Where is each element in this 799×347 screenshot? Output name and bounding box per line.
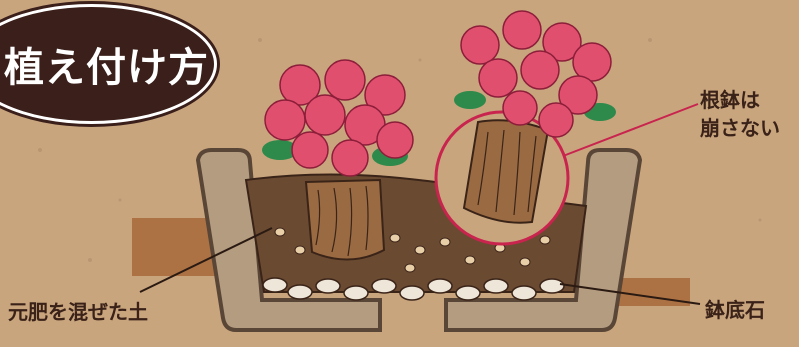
root-ball-label: 根鉢は 崩さない <box>700 86 780 142</box>
stones-label: 鉢底石 <box>705 294 765 323</box>
planted-flowers <box>262 60 413 176</box>
intact-root-ball <box>464 120 548 223</box>
soil-label: 元肥を混ぜた土 <box>8 296 148 325</box>
root-label-line1: 根鉢は <box>700 86 780 114</box>
root-label-line2: 崩さない <box>700 114 780 142</box>
page-title: 植え付け方 <box>4 35 209 93</box>
